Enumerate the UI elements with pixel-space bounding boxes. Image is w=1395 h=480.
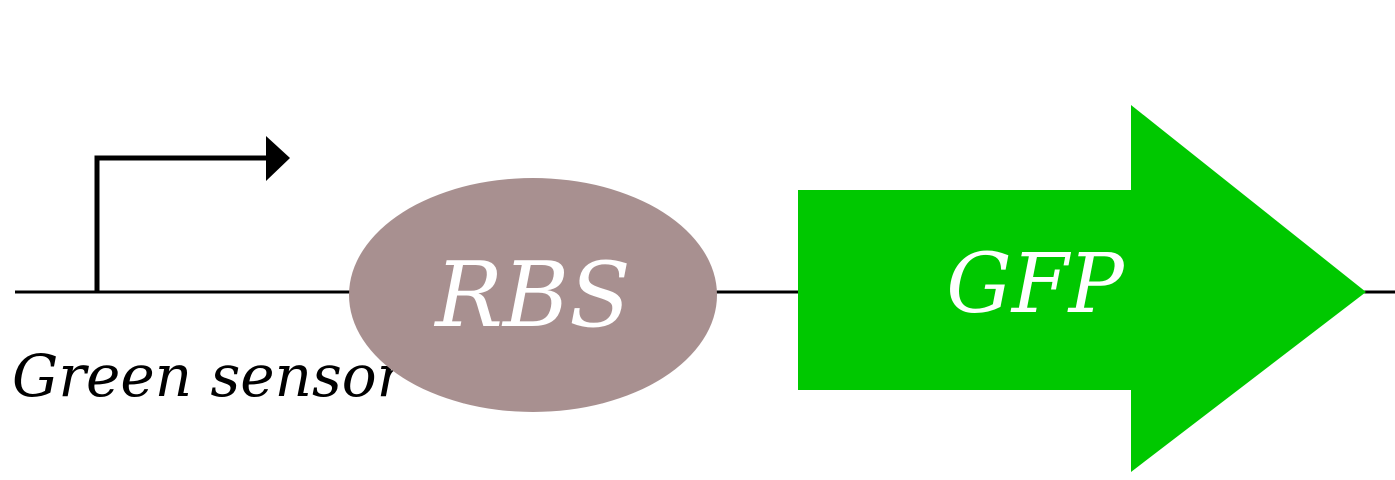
gfp-gene-part: GFP bbox=[798, 105, 1366, 472]
rbs-ellipse bbox=[349, 178, 717, 412]
promoter-arrow-stem bbox=[94, 155, 270, 292]
rbs-part: RBS bbox=[349, 178, 717, 412]
gfp-label: GFP bbox=[946, 237, 1125, 332]
gfp-arrow-shape bbox=[798, 105, 1366, 472]
rbs-label: RBS bbox=[433, 243, 631, 348]
promoter-arrow-head bbox=[266, 136, 290, 181]
promoter-label: Green sensor bbox=[12, 342, 408, 410]
promoter-arrow-icon bbox=[94, 136, 290, 292]
